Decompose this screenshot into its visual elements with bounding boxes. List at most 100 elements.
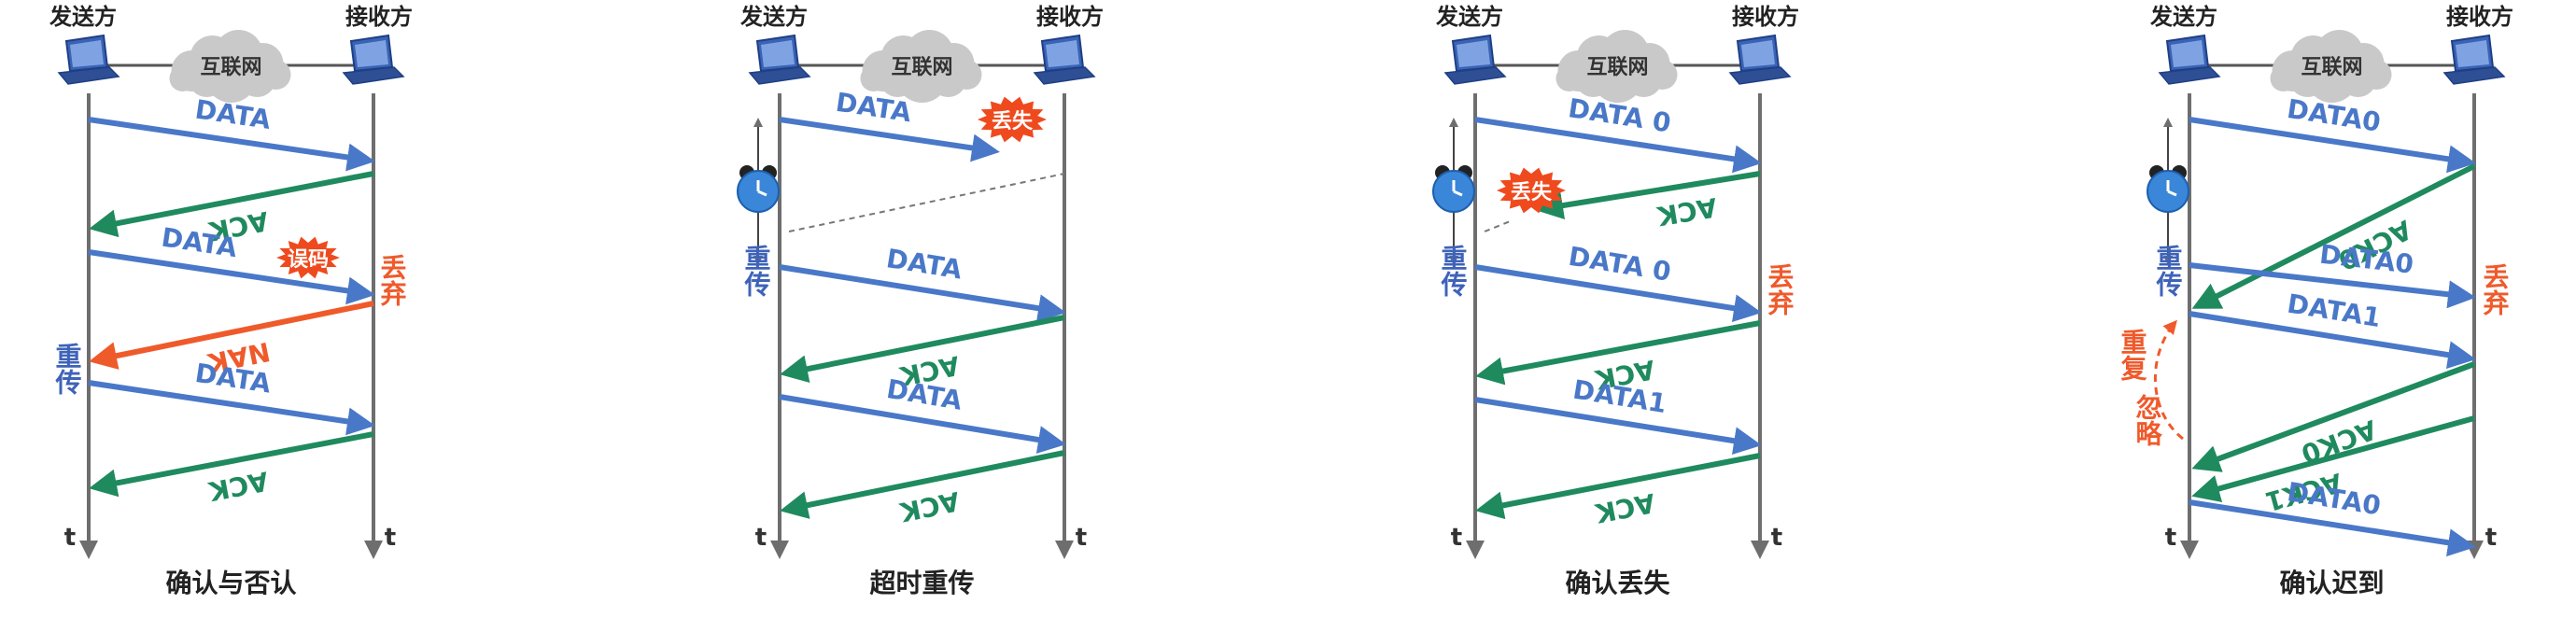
data-arrow bbox=[88, 249, 375, 305]
alarm-clock-icon bbox=[2147, 165, 2189, 213]
ack-label: ACK bbox=[1592, 487, 1657, 529]
ack-label: ACK bbox=[1654, 191, 1720, 232]
burst-shape bbox=[1497, 167, 1566, 214]
timeout-dashed-line bbox=[1484, 219, 1513, 232]
retransmit-note: 重传 bbox=[1438, 245, 1469, 298]
cloud-puff bbox=[1555, 65, 1583, 91]
lost-badge: 丢失 bbox=[992, 110, 1034, 133]
burst-shape bbox=[978, 96, 1047, 143]
laptop-keyboard bbox=[2158, 66, 2221, 85]
laptop-icon bbox=[2158, 34, 2221, 85]
data-arrow bbox=[779, 117, 1000, 162]
duplicate-note: 重复 bbox=[2118, 329, 2148, 381]
ack-arrow bbox=[2191, 361, 2476, 472]
cloud-puff bbox=[188, 60, 226, 97]
clock-hand bbox=[1453, 190, 1463, 197]
time-label: t bbox=[385, 524, 396, 552]
sender-label: 发送方 bbox=[1435, 4, 1503, 30]
laptop-keyboard bbox=[1443, 66, 1507, 85]
burst-icon bbox=[978, 96, 1047, 143]
data-arrow bbox=[88, 380, 375, 436]
cloud-icon bbox=[860, 30, 982, 103]
alarm-clock-icon bbox=[1432, 165, 1475, 213]
cloud-puff bbox=[169, 65, 196, 91]
ack-label: ACK bbox=[205, 465, 271, 507]
laptop-keyboard bbox=[2442, 66, 2506, 85]
data-arrow bbox=[1474, 397, 1762, 456]
laptop-display bbox=[70, 40, 104, 67]
data-arrow bbox=[2189, 117, 2476, 174]
cloud-puff bbox=[879, 60, 917, 97]
time-label: t bbox=[2485, 524, 2497, 552]
panel-caption: 超时重传 bbox=[869, 568, 974, 598]
data-arrow bbox=[779, 394, 1066, 454]
network-label: 互联网 bbox=[891, 56, 952, 79]
sender-label: 发送方 bbox=[739, 4, 808, 30]
data-arrow bbox=[88, 117, 375, 172]
retransmit-note: 重传 bbox=[741, 245, 772, 298]
laptop-icon bbox=[57, 34, 120, 85]
data-label: DATA1 bbox=[2285, 288, 2383, 333]
time-label: t bbox=[1076, 524, 1087, 552]
data-label: DATA 0 bbox=[1567, 92, 1673, 138]
sender-label: 发送方 bbox=[49, 4, 117, 30]
laptop-icon bbox=[1033, 34, 1096, 85]
network-label: 互联网 bbox=[1586, 56, 1648, 79]
network-label: 互联网 bbox=[2301, 56, 2362, 79]
network-label: 互联网 bbox=[200, 56, 261, 79]
time-label: t bbox=[2165, 524, 2176, 552]
ack-arrow bbox=[1475, 320, 1761, 386]
laptop-keyboard bbox=[342, 66, 405, 85]
cloud-puff bbox=[929, 60, 967, 97]
time-label: t bbox=[1451, 524, 1462, 552]
timeout-dashed-line bbox=[788, 173, 1065, 232]
ack-arrow bbox=[89, 431, 374, 498]
ack-arrow bbox=[780, 315, 1065, 383]
cloud-icon bbox=[169, 30, 291, 103]
ack-arrow bbox=[780, 450, 1065, 519]
data-label: DATA bbox=[884, 243, 964, 285]
cloud-icon bbox=[1555, 30, 1678, 103]
laptop-display bbox=[1741, 40, 1775, 67]
discard-note: 丢弃 bbox=[377, 254, 408, 306]
ignore-note: 忽略 bbox=[2133, 394, 2163, 446]
data-arrow bbox=[779, 264, 1066, 323]
laptop-display bbox=[2456, 40, 2489, 67]
data-arrow bbox=[1474, 264, 1762, 323]
laptop-keyboard bbox=[1728, 66, 1792, 85]
laptop-display bbox=[2171, 40, 2204, 67]
ack-arrow bbox=[1475, 453, 1761, 520]
laptop-display bbox=[1046, 40, 1079, 67]
data-arrow bbox=[2189, 499, 2476, 557]
lost-badge: 丢失 bbox=[1511, 181, 1553, 204]
discard-note: 丢弃 bbox=[1765, 263, 1795, 316]
receiver-label: 接收方 bbox=[1732, 4, 1799, 30]
clock-hand bbox=[2167, 190, 2177, 197]
cloud-puff bbox=[238, 60, 276, 97]
clock-hand bbox=[757, 190, 767, 197]
laptop-display bbox=[355, 40, 388, 67]
burst-shape bbox=[276, 236, 340, 279]
time-label: t bbox=[64, 524, 76, 552]
laptop-display bbox=[761, 40, 795, 67]
data-label: DATA0 bbox=[2285, 93, 2383, 138]
sender-label: 发送方 bbox=[2149, 4, 2217, 30]
receiver-label: 接收方 bbox=[1036, 4, 1104, 30]
duplicate-ignore-curve bbox=[2153, 319, 2184, 441]
receiver-label: 接收方 bbox=[345, 4, 413, 30]
laptop-icon bbox=[2442, 34, 2506, 85]
data-label: DATA bbox=[193, 94, 274, 135]
laptop-keyboard bbox=[1033, 66, 1096, 85]
laptop-icon bbox=[342, 34, 405, 85]
panel-caption: 确认丢失 bbox=[1565, 568, 1670, 598]
laptop-icon bbox=[1728, 34, 1792, 85]
panel-caption: 确认迟到 bbox=[2279, 568, 2384, 598]
ack-arrow bbox=[2191, 415, 2475, 503]
cloud-icon bbox=[2270, 30, 2392, 103]
cloud-puff bbox=[2288, 60, 2327, 97]
alarm-clock-icon bbox=[737, 165, 780, 213]
burst-icon bbox=[276, 236, 340, 279]
